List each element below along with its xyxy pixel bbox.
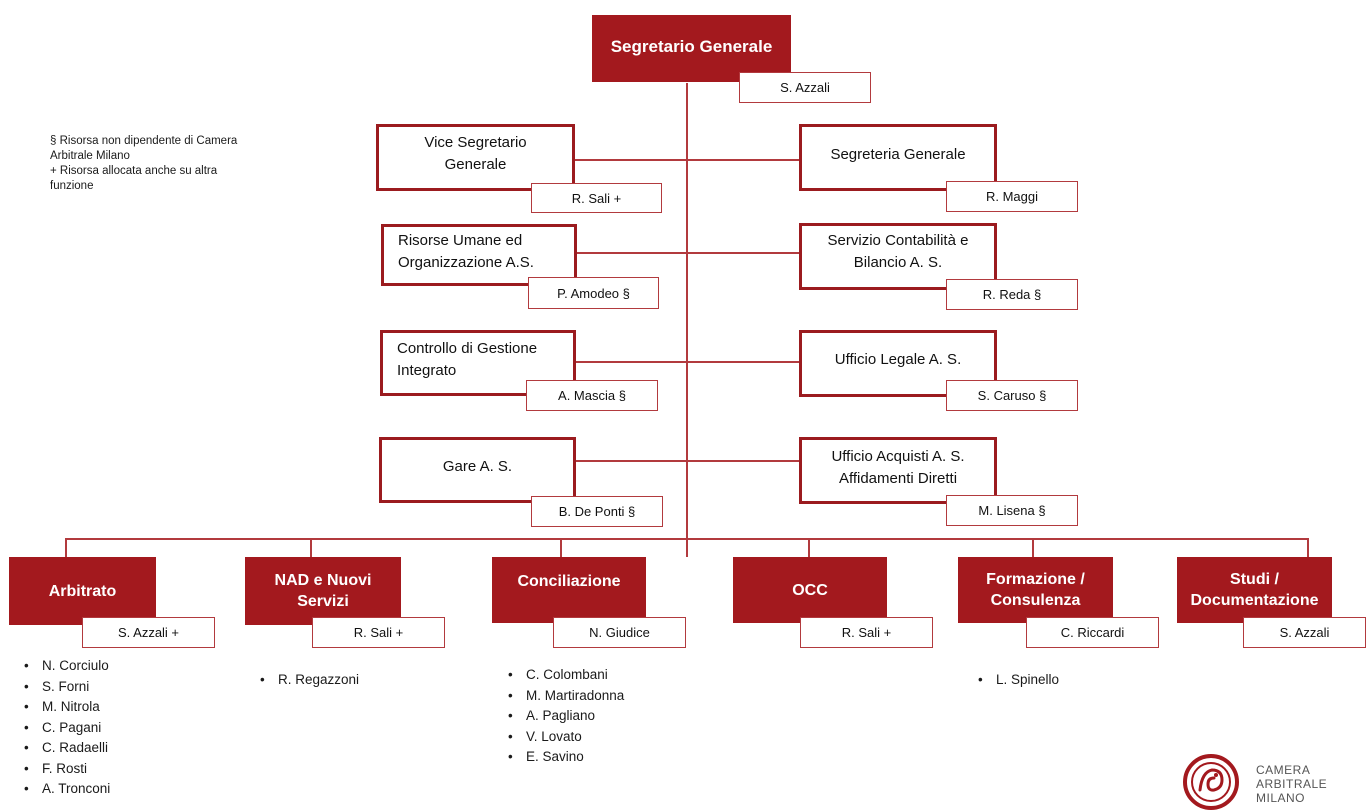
list-item: R. Regazzoni	[256, 670, 359, 691]
dept-conciliazione-name: N. Giudice	[553, 617, 686, 648]
vice-segretario-name: R. Sali +	[531, 183, 662, 213]
segreteria-generale-name: R. Maggi	[946, 181, 1078, 212]
list-item: A. Pagliano	[504, 706, 624, 727]
ufficio-legale-name: S. Caruso §	[946, 380, 1078, 411]
list-item: C. Radaelli	[20, 738, 110, 759]
dept-connector-6	[1307, 538, 1309, 558]
list-item: M. Nitrola	[20, 697, 110, 718]
dept-connector-4	[808, 538, 810, 558]
list-item: A. Tronconi	[20, 779, 110, 800]
ufficio-acquisti-box: Ufficio Acquisti A. S.Affidamenti Dirett…	[799, 437, 997, 504]
dept-connector-1	[65, 538, 67, 558]
ufficio-acquisti-name: M. Lisena §	[946, 495, 1078, 526]
connector-row3	[576, 361, 800, 363]
list-item: S. Forni	[20, 677, 110, 698]
dept-occ-name: R. Sali +	[800, 617, 933, 648]
dept-nad-name: R. Sali +	[312, 617, 445, 648]
segretario-generale-title: Segretario Generale	[610, 37, 773, 56]
formazione-members-list: L. Spinello	[974, 670, 1059, 691]
list-item: E. Savino	[504, 747, 624, 768]
dept-conciliazione-box: Conciliazione	[492, 557, 646, 623]
controllo-gestione-name: A. Mascia §	[526, 380, 658, 411]
segretario-generale-box: Segretario Generale	[592, 15, 791, 82]
dept-formazione-box: Formazione /Consulenza	[958, 557, 1113, 623]
list-item: F. Rosti	[20, 759, 110, 780]
main-vertical-line	[686, 83, 688, 557]
nad-members-list: R. Regazzoni	[256, 670, 359, 691]
dept-connector-5	[1032, 538, 1034, 558]
gare-box: Gare A. S.	[379, 437, 576, 503]
connector-row2	[576, 252, 800, 254]
list-item: V. Lovato	[504, 727, 624, 748]
dept-formazione-name: C. Riccardi	[1026, 617, 1159, 648]
dept-arbitrato-name: S. Azzali +	[82, 617, 215, 648]
risorse-umane-name: P. Amodeo §	[528, 277, 659, 309]
list-item: L. Spinello	[974, 670, 1059, 691]
gare-name: B. De Ponti §	[531, 496, 663, 527]
dept-studi-box: Studi /Documentazione	[1177, 557, 1332, 623]
list-item: M. Martiradonna	[504, 686, 624, 707]
legend-note: § Risorsa non dipendente di Camera Arbit…	[50, 135, 238, 192]
segretario-generale-name: S. Azzali	[739, 72, 871, 103]
connector-row1	[574, 159, 800, 161]
dept-occ-box: OCC	[733, 557, 887, 623]
list-item: C. Colombani	[504, 665, 624, 686]
dept-connector-2	[310, 538, 312, 558]
arbitrato-members-list: N. Corciulo S. Forni M. Nitrola C. Pagan…	[20, 656, 110, 800]
department-horizontal-line	[65, 538, 1309, 540]
camera-arbitrale-logo-text: CAMERA ARBITRALE MILANO	[1256, 763, 1328, 805]
camera-arbitrale-logo-icon	[1183, 754, 1239, 810]
segreteria-generale-box: Segreteria Generale	[799, 124, 997, 191]
dept-studi-name: S. Azzali	[1243, 617, 1366, 648]
connector-row4	[576, 460, 800, 462]
dept-connector-3	[560, 538, 562, 558]
servizio-contabilita-name: R. Reda §	[946, 279, 1078, 310]
conciliazione-members-list: C. Colombani M. Martiradonna A. Pagliano…	[504, 665, 624, 768]
dept-arbitrato-box: Arbitrato	[9, 557, 156, 625]
list-item: C. Pagani	[20, 718, 110, 739]
list-item: N. Corciulo	[20, 656, 110, 677]
